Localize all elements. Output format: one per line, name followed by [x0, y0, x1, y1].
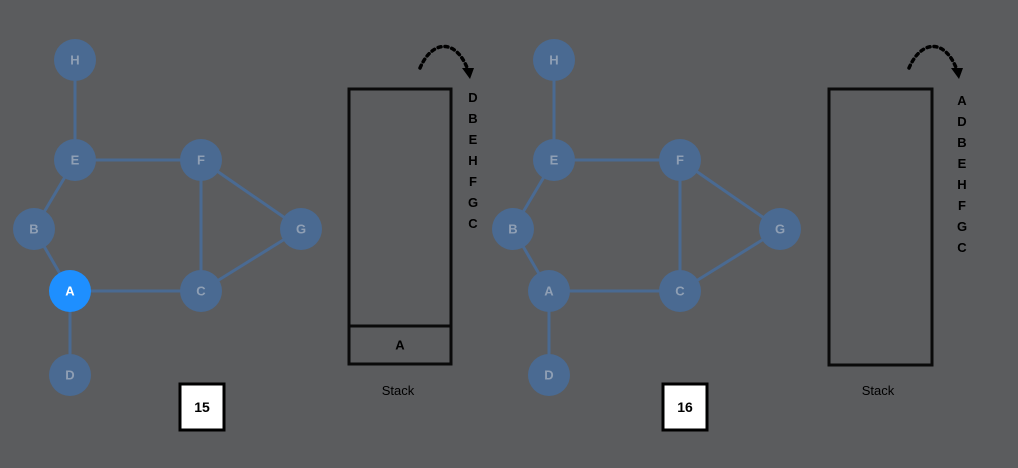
- stack-container: [347, 87, 453, 366]
- node-f: [659, 139, 701, 181]
- visit-order-item: F: [469, 174, 477, 189]
- node-label-b: B: [508, 222, 517, 237]
- visit-order-item: E: [469, 132, 478, 147]
- graph-nodes: H E F B G A C D: [492, 39, 801, 396]
- stack-container: [827, 87, 934, 367]
- visit-order-item: H: [957, 177, 966, 192]
- node-c: [659, 270, 701, 312]
- node-e: [54, 139, 96, 181]
- node-label-h: H: [549, 53, 558, 68]
- node-h: [54, 39, 96, 81]
- node-a: [528, 270, 570, 312]
- visit-order-item: B: [957, 135, 966, 150]
- visit-order-item: D: [468, 90, 477, 105]
- node-label-g: G: [775, 222, 785, 237]
- node-e: [533, 139, 575, 181]
- graph-edges: [511, 60, 781, 375]
- visit-order-item: D: [957, 114, 966, 129]
- stack-caption: Stack: [382, 383, 415, 398]
- node-label-c: C: [196, 284, 206, 299]
- node-f: [180, 139, 222, 181]
- visit-order-item: G: [957, 219, 967, 234]
- node-label-e: E: [550, 153, 559, 168]
- node-g: [759, 208, 801, 250]
- node-label-f: F: [676, 153, 684, 168]
- graph-nodes: H E F B G A C D: [13, 39, 322, 396]
- node-d: [528, 354, 570, 396]
- node-c: [180, 270, 222, 312]
- node-label-b: B: [29, 222, 38, 237]
- node-b: [492, 208, 534, 250]
- step-counter-box: [661, 382, 709, 432]
- stack-item: [347, 324, 453, 366]
- node-label-h: H: [70, 53, 79, 68]
- node-label-g: G: [296, 222, 306, 237]
- node-label-a: A: [544, 284, 554, 299]
- pop-arrow-icon: [907, 44, 959, 72]
- node-a: [49, 270, 91, 312]
- node-b: [13, 208, 55, 250]
- arrowhead-icon: [462, 68, 474, 79]
- visit-order-item: G: [468, 195, 478, 210]
- visit-order-item: F: [958, 198, 966, 213]
- node-label-c: C: [675, 284, 685, 299]
- step-counter-box: [178, 382, 226, 432]
- node-label-a: A: [65, 284, 75, 299]
- visit-order-item: E: [958, 156, 967, 171]
- stack-item-label: A: [395, 338, 405, 353]
- visit-order-item: C: [957, 240, 967, 255]
- visit-order-item: A: [957, 93, 967, 108]
- node-d: [49, 354, 91, 396]
- visit-order-item: B: [468, 111, 477, 126]
- node-label-f: F: [197, 153, 205, 168]
- node-g: [280, 208, 322, 250]
- visit-order-item: C: [468, 216, 478, 231]
- visit-order-item: H: [468, 153, 477, 168]
- node-label-d: D: [65, 368, 74, 383]
- stack-items: A: [347, 324, 453, 366]
- node-label-e: E: [71, 153, 80, 168]
- arrowhead-icon: [951, 68, 963, 79]
- stack-caption: Stack: [862, 383, 895, 398]
- node-label-d: D: [544, 368, 553, 383]
- graph-edges: [32, 60, 302, 375]
- node-h: [533, 39, 575, 81]
- step-counter: 15: [194, 399, 210, 415]
- step-counter: 16: [677, 399, 693, 415]
- pop-arrow-icon: [418, 44, 470, 72]
